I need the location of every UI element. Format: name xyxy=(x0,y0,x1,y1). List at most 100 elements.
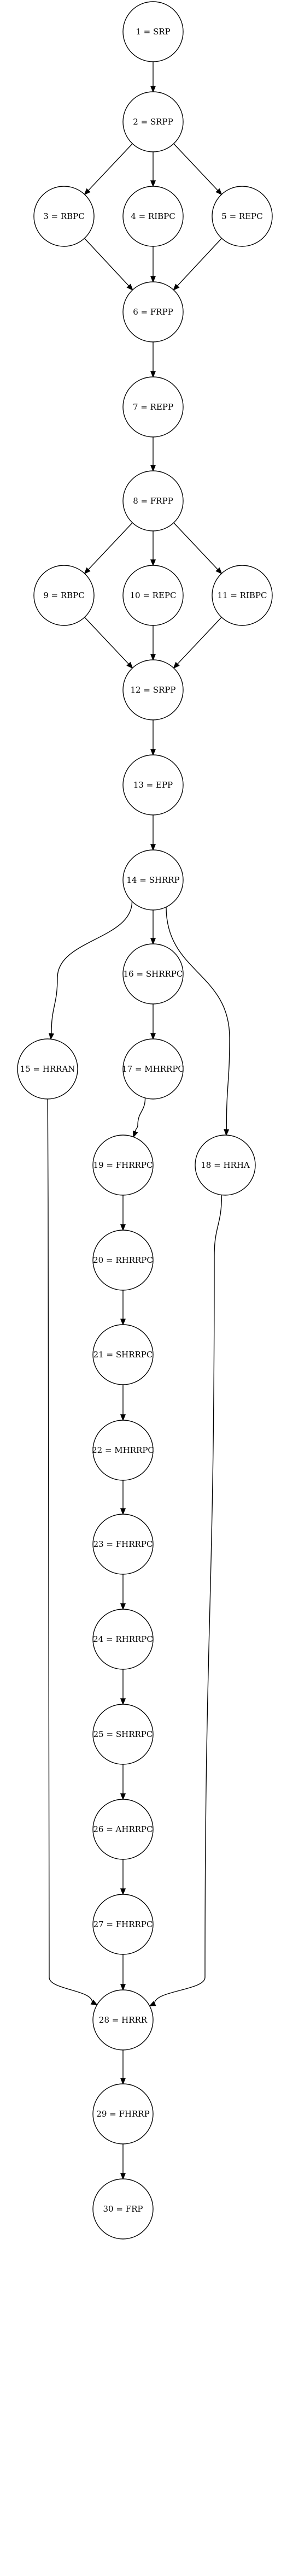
node-circle xyxy=(92,1894,154,1955)
node-label: 16 = SHRRPC xyxy=(124,969,183,979)
node-circle xyxy=(92,1420,154,1481)
node-label: 14 = SHRRP xyxy=(126,875,179,885)
node-8: 8 = FRPP xyxy=(122,470,184,531)
node-label: 1 = SRP xyxy=(136,27,170,37)
node-circle xyxy=(122,849,184,911)
node-label: 22 = MHRRPC xyxy=(92,1445,154,1455)
arrowhead-23-24 xyxy=(120,1603,126,1610)
node-label: 3 = RBPC xyxy=(43,211,85,221)
node-label: 25 = SHRRPC xyxy=(93,1729,153,1739)
node-9: 9 = RBPC xyxy=(33,565,95,626)
node-label: 8 = FRPP xyxy=(133,496,173,506)
arrowhead-4-6 xyxy=(150,276,156,283)
node-label: 27 = FHRRPC xyxy=(93,1919,153,1929)
arrowhead-9-12 xyxy=(126,661,133,669)
edges-layer xyxy=(47,62,230,2180)
node-21: 21 = SHRRPC xyxy=(92,1324,154,1385)
edge-2-3 xyxy=(88,143,133,191)
arrowhead-10-12 xyxy=(150,654,156,661)
node-label: 28 = HRRR xyxy=(99,2015,148,2025)
nodes-layer: 1 = SRP 2 = SRPP 3 = RBPC 4 = RIBPC 5 = REPC… xyxy=(17,1,273,2240)
node-circle xyxy=(122,943,184,1005)
node-14: 14 = SHRRP xyxy=(122,849,184,911)
node-7: 7 = REPP xyxy=(122,376,184,438)
arrowhead-2-4 xyxy=(150,180,156,187)
node-30: 30 = FRP xyxy=(92,2178,154,2240)
node-label: 2 = SRPP xyxy=(133,117,173,127)
node-24: 24 = RHRRPC xyxy=(92,1609,154,1670)
node-11: 11 = RIBPC xyxy=(212,565,273,626)
node-circle xyxy=(92,1514,154,1575)
node-circle xyxy=(122,565,184,626)
node-20: 20 = RHRRPC xyxy=(92,1230,154,1291)
arrowhead-8-11 xyxy=(215,567,222,575)
node-label: 26 = AHRRPC xyxy=(93,1824,153,1834)
node-circle xyxy=(33,186,95,247)
edge-14-18 xyxy=(166,907,230,1130)
node-circle xyxy=(17,1038,78,1100)
node-27: 27 = FHRRPC xyxy=(92,1894,154,1955)
arrowhead-8-10 xyxy=(150,559,156,566)
arrowhead-14-16 xyxy=(150,938,156,945)
node-circle xyxy=(122,186,184,247)
edge-9-12 xyxy=(84,617,129,665)
node-circle xyxy=(92,2083,154,2144)
node-label: 11 = RIBPC xyxy=(217,590,267,600)
arrowhead-2-3 xyxy=(84,188,91,196)
node-circle xyxy=(92,1324,154,1385)
edge-5-6 xyxy=(177,238,222,286)
node-circle xyxy=(122,659,184,720)
node-label: 15 = HRRAN xyxy=(20,1064,75,1074)
arrowhead-13-14 xyxy=(150,844,156,851)
edge-8-11 xyxy=(173,522,218,570)
arrowhead-19-20 xyxy=(120,1224,126,1231)
node-circle xyxy=(92,1230,154,1291)
node-circle xyxy=(33,565,95,626)
node-label: 23 = FHRRPC xyxy=(93,1539,153,1549)
node-2: 2 = SRPP xyxy=(122,91,184,152)
node-label: 7 = REPP xyxy=(133,402,173,412)
node-15: 15 = HRRAN xyxy=(17,1038,78,1100)
edge-11-12 xyxy=(177,617,222,665)
edge-8-9 xyxy=(88,522,133,570)
node-17: 17 = MHRRPC xyxy=(122,1038,184,1100)
node-circle xyxy=(92,1135,154,1196)
arrowhead-2-5 xyxy=(215,188,222,196)
node-circle xyxy=(92,1799,154,1860)
arrowhead-27-28 xyxy=(120,1984,126,1991)
node-circle xyxy=(212,186,273,247)
node-16: 16 = SHRRPC xyxy=(122,943,184,1005)
node-label: 21 = SHRRPC xyxy=(93,1350,153,1360)
node-4: 4 = RIBPC xyxy=(122,186,184,247)
node-6: 6 = FRPP xyxy=(122,281,184,342)
node-label: 12 = SRPP xyxy=(131,685,176,695)
node-circle xyxy=(122,1,184,62)
edge-18-28 xyxy=(154,1195,222,2004)
node-label: 29 = FHRRP xyxy=(96,2109,149,2119)
node-circle xyxy=(122,1038,184,1100)
node-28: 28 = HRRR xyxy=(92,1989,154,2051)
arrowhead-15-28 xyxy=(90,1999,98,2006)
node-label: 5 = REPC xyxy=(221,211,262,221)
node-circle xyxy=(122,281,184,342)
node-label: 19 = FHRRPC xyxy=(93,1160,153,1170)
arrowhead-6-7 xyxy=(150,371,156,378)
arrowhead-22-23 xyxy=(120,1508,126,1515)
node-25: 25 = SHRRPC xyxy=(92,1704,154,1765)
node-circle xyxy=(122,754,184,816)
arrowhead-14-18 xyxy=(224,1129,230,1136)
edge-15-28 xyxy=(47,1098,93,2002)
node-circle xyxy=(212,565,273,626)
node-circle xyxy=(122,376,184,438)
node-10: 10 = REPC xyxy=(122,565,184,626)
node-5: 5 = REPC xyxy=(212,186,273,247)
node-13: 13 = EPP xyxy=(122,754,184,816)
node-3: 3 = RBPC xyxy=(33,186,95,247)
node-circle xyxy=(92,1609,154,1670)
node-circle xyxy=(195,1135,256,1196)
arrowhead-14-15 xyxy=(49,1033,55,1041)
arrowhead-16-17 xyxy=(150,1033,156,1040)
node-label: 20 = RHRRPC xyxy=(93,1255,153,1265)
node-1: 1 = SRP xyxy=(122,1,184,62)
